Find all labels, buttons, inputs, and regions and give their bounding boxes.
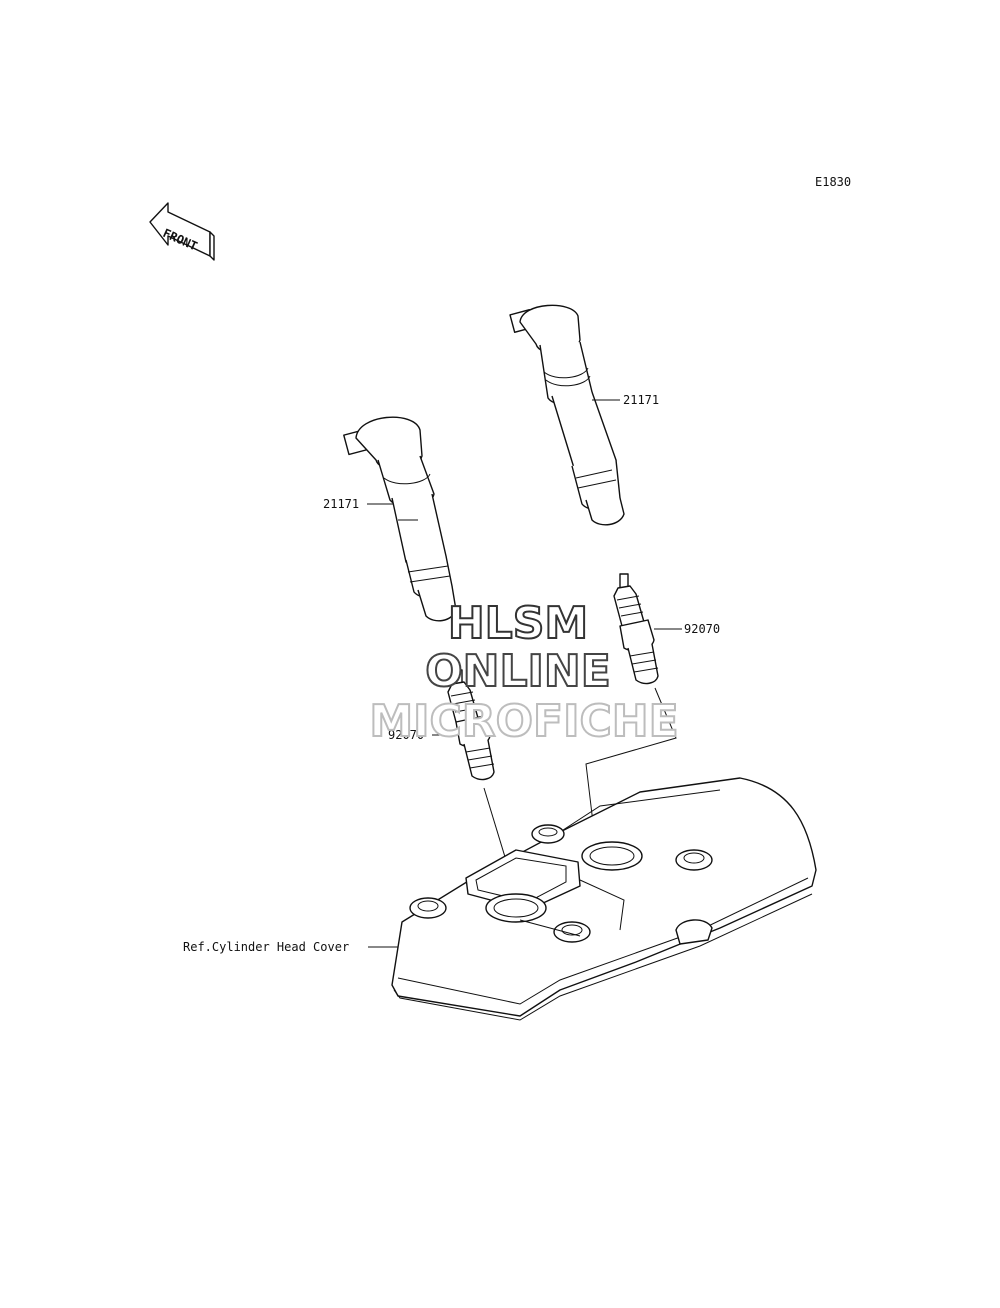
ignition-coil-right xyxy=(509,304,625,526)
watermark-line-2: ONLINE xyxy=(425,646,611,697)
callout-plug-left: 92070 xyxy=(388,728,424,742)
callout-coil-right: 21171 xyxy=(623,393,659,407)
callout-head-cover: Ref.Cylinder Head Cover xyxy=(183,940,349,954)
watermark-line-3: MICROFICHE xyxy=(369,696,678,747)
diagram-code: E1830 xyxy=(815,175,851,189)
spark-plug-left xyxy=(447,669,495,781)
watermark-line-1: HLSM xyxy=(448,598,588,649)
callout-leaders xyxy=(367,399,682,948)
ignition-coil-left xyxy=(343,416,457,622)
front-arrow-icon: FRONT xyxy=(149,202,215,261)
cylinder-head-cover xyxy=(391,777,817,1021)
callout-plug-right: 92070 xyxy=(684,622,720,636)
callout-coil-left: 21171 xyxy=(323,497,359,511)
spark-plug-right xyxy=(613,573,659,685)
